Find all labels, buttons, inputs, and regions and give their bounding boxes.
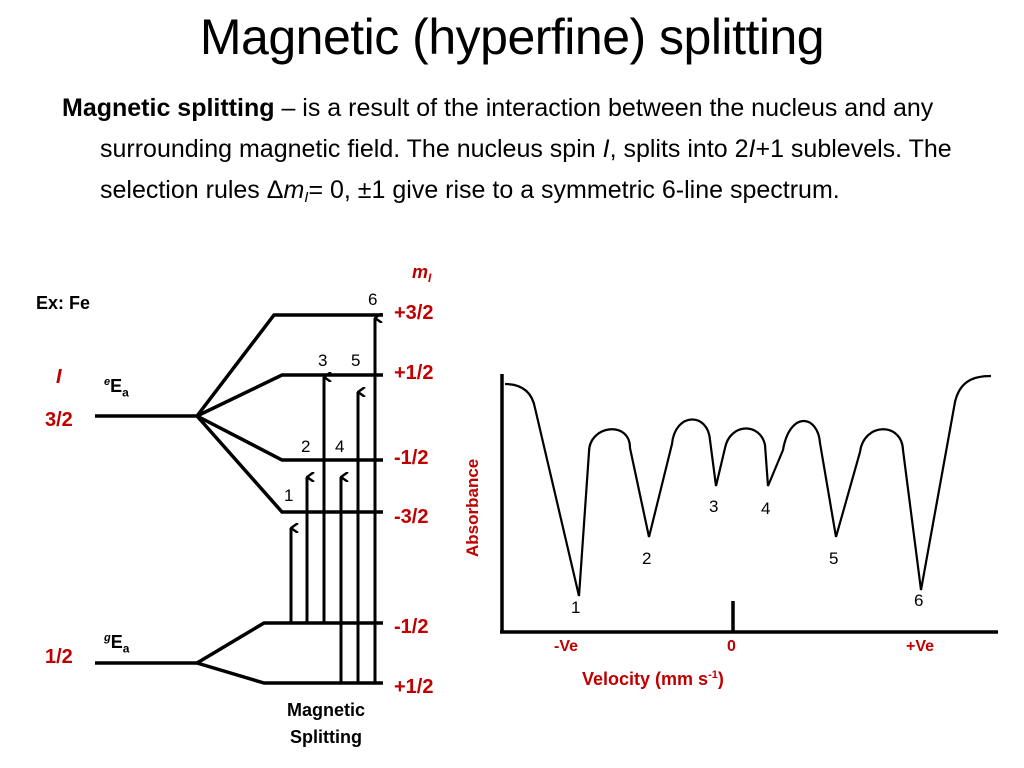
ground-sublevel-minus-1-2 [196,621,383,665]
transition-label-2: 2 [301,437,311,456]
sublevel-minus-1-2 [196,414,383,462]
transition-label-3: 3 [318,351,328,370]
excited-state-label: eEa [104,376,129,400]
slide-title: Magnetic (hyperfine) splitting [199,9,825,65]
sublevel-plus-1-2 [196,373,383,418]
x-tick-positive: +Ve [906,638,935,655]
y-axis-label: Absorbance [463,458,482,557]
excited-I-value: 3/2 [45,409,73,431]
I-header: I [56,366,62,388]
ground-I-value: 1/2 [45,646,73,668]
peak-label-6: 6 [914,591,924,610]
ground-mI-minus-1-2: -1/2 [394,616,429,638]
sublevel-minus-3-2 [195,414,383,514]
mI-minus-1-2: -1/2 [394,447,429,469]
ground-mI-plus-1-2: +1/2 [394,676,434,698]
transition-label-1: 1 [284,486,294,505]
term-magnetic-splitting: Magnetic splitting [62,94,275,122]
peak-label-1: 1 [571,598,581,617]
transition-label-6: 6 [368,290,378,309]
x-axis-label: Velocity (mm s-1) [582,669,724,689]
x-tick-negative: -Ve [554,638,579,655]
ground-state-label: gEa [104,632,130,656]
diagram-caption: Magnetic Splitting [286,700,365,747]
peak-label-3: 3 [709,497,719,516]
peak-label-5: 5 [829,549,839,568]
mI-plus-3-2: +3/2 [394,302,434,324]
transition-label-4: 4 [335,437,345,456]
spectrum-curve [504,374,992,597]
ground-sublevel-plus-1-2 [196,661,383,685]
sublevel-plus-3-2 [195,313,383,418]
example-label: Ex: Fe [36,293,91,313]
description-paragraph: Magnetic splitting – is a result of the … [62,94,952,206]
x-tick-zero: 0 [727,638,736,655]
mI-minus-3-2: -3/2 [394,506,429,528]
peak-label-2: 2 [642,549,652,568]
peak-label-4: 4 [761,499,771,518]
transition-label-5: 5 [351,351,361,370]
mI-header: mI [412,262,432,285]
mI-plus-1-2: +1/2 [394,362,434,384]
